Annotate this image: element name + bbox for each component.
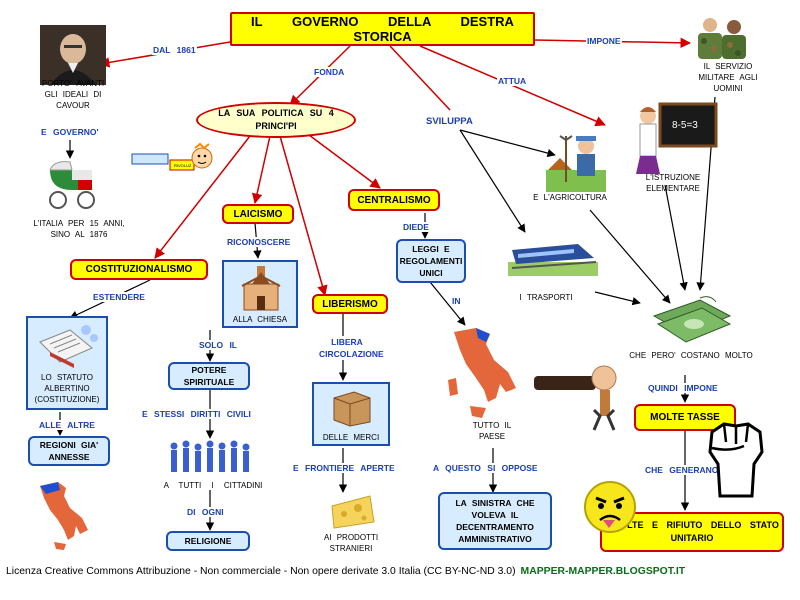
religione-node: RELIGIONE <box>166 531 250 551</box>
costituzionalismo-node: COSTITUZIONALISMO <box>70 259 208 280</box>
italia-1876-text: L'ITALIA PER 15 ANNI, SINO AL 1876 <box>33 219 125 239</box>
license-text: Licenza Creative Commons Attribuzione - … <box>6 566 516 577</box>
label-che-generano: CHE GENERANO <box>644 465 720 475</box>
centralismo-node: CENTRALISMO <box>348 189 440 211</box>
tutti-text: A TUTTI I CITTADINI <box>163 481 263 490</box>
farmer-icon <box>546 135 606 192</box>
paese-text: TUTTO IL PAESE <box>472 421 512 441</box>
potere-node: POTERE SPIRITUALE <box>168 362 250 390</box>
costano-text: CHE PERO' COSTANO MOLTO <box>629 351 753 360</box>
label-di-ogni: DI OGNI <box>186 507 225 517</box>
people-crowd-icon <box>170 440 250 472</box>
statuto-document-icon <box>39 325 98 368</box>
chiesa-box: ALLA CHIESA <box>222 260 298 328</box>
politica-node: LA SUA POLITICA SU 4 PRINCI'PI <box>196 102 356 138</box>
label-estendere: ESTENDERE <box>92 292 146 302</box>
site-link[interactable]: MAPPER-MAPPER.BLOGSPOT.IT <box>520 566 686 577</box>
train-icon <box>508 244 598 276</box>
stranieri-text: AI PRODOTTI STRANIERI <box>323 533 379 553</box>
label-governo: E GOVERNO' <box>40 127 100 137</box>
label-riconoscere: RICONOSCERE <box>226 237 292 247</box>
cavour-text: PORTO' AVANTI GLI IDEALI DI CAVOUR <box>41 79 105 110</box>
label-stessi: E STESSI DIRITTI CIVILI <box>141 409 252 419</box>
regioni-node: REGIONI GIA' ANNESSE <box>28 436 110 466</box>
servizio-text: IL SERVIZIO MILITARE AGLI UOMINI <box>698 62 758 93</box>
italy-map-icon <box>448 328 516 418</box>
label-libera: LIBERA CIRCOLAZIONE <box>318 336 384 360</box>
label-a-questo: A QUESTO SI OPPOSE <box>432 463 539 473</box>
blackboard-text: 8-5=3 <box>672 120 698 131</box>
merci-box: DELLE MERCI <box>312 382 390 446</box>
label-attua: ATTUA <box>497 76 528 86</box>
agricoltura-text: E L'AGRICOLTURA <box>533 193 607 202</box>
merci-text: DELLE MERCI <box>322 433 380 442</box>
label-frontiere: E FRONTIERE APERTE <box>292 463 396 473</box>
label-solo-il: SOLO IL <box>198 340 238 350</box>
italy-annessa-map-icon <box>40 482 88 550</box>
statuto-box: LO STATUTO ALBERTINO (COSTITUZIONE) <box>26 316 108 410</box>
money-icon <box>652 296 732 343</box>
mini-map-icon: RIVOLUZ <box>131 142 213 171</box>
sinistra-node: LA SINISTRA CHE VOLEVA IL DECENTRAMENTO … <box>438 492 552 550</box>
label-dal: DAL 1861 <box>152 45 197 55</box>
label-quindi: QUINDI IMPONE <box>647 383 719 393</box>
cardboard-box-icon <box>333 391 371 427</box>
church-icon <box>241 266 281 311</box>
istruzione-text: L'ISTRUZIONE ELEMENTARE <box>645 173 701 193</box>
statuto-text: LO STATUTO ALBERTINO (COSTITUZIONE) <box>34 373 100 404</box>
footer-license: Licenza Creative Commons Attribuzione - … <box>6 566 685 577</box>
teacher-icon: 8-5=3 <box>636 102 718 174</box>
laicismo-node: LAICISMO <box>222 204 294 224</box>
soldiers-icon <box>698 18 746 59</box>
angry-face-icon <box>584 481 636 533</box>
label-sviluppa: SVILUPPA <box>425 116 474 127</box>
mini-badge-text: RIVOLUZ <box>174 163 192 168</box>
leggi-node: LEGGI E REGOLAMENTI UNICI <box>396 239 466 283</box>
liberismo-node: LIBERISMO <box>312 294 388 314</box>
chiesa-text: ALLA CHIESA <box>232 315 288 324</box>
pram-icon <box>49 161 95 209</box>
label-in: IN <box>451 296 462 306</box>
label-fonda: FONDA <box>313 67 346 77</box>
squeezing-hand-icon <box>534 365 617 431</box>
fist-icon <box>708 422 764 498</box>
main-title-node: IL GOVERNO DELLA DESTRA STORICA <box>230 12 535 46</box>
cheese-icon <box>331 495 375 529</box>
label-diede: DIEDE <box>402 222 430 232</box>
tasse-node: MOLTE TASSE <box>634 404 736 431</box>
label-impone: IMPONE <box>586 36 622 46</box>
label-alle-altre: ALLE ALTRE <box>38 420 96 430</box>
trasporti-text: I TRASPORTI <box>519 293 573 302</box>
cavour-portrait-icon <box>40 25 106 85</box>
